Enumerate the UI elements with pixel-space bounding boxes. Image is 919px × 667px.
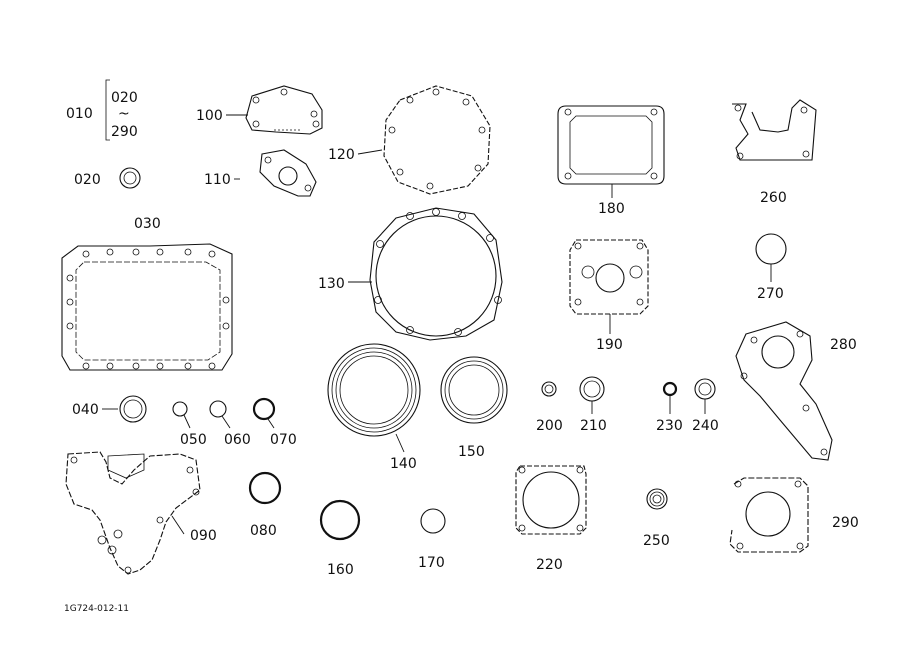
- label-110[interactable]: 110: [204, 172, 231, 188]
- part-250-seal: 250: [643, 488, 670, 549]
- part-220-gasket: 220: [515, 465, 587, 573]
- label-040[interactable]: 040: [72, 402, 99, 418]
- part-140-seal: 140: [327, 343, 421, 472]
- part-170-oring: 170: [418, 508, 446, 571]
- label-100[interactable]: 100: [196, 108, 223, 124]
- part-200-seal: 200: [536, 381, 563, 434]
- label-190[interactable]: 190: [596, 337, 623, 353]
- part-020-seal: 020: [74, 167, 141, 189]
- part-150-seal: 150: [440, 356, 508, 460]
- part-060-oring: 060: [209, 400, 251, 448]
- part-110-gasket: 110: [204, 149, 317, 197]
- label-290[interactable]: 290: [832, 515, 859, 531]
- label-140[interactable]: 140: [390, 456, 417, 472]
- bracket-tilde: ~: [118, 106, 130, 122]
- label-250[interactable]: 250: [643, 533, 670, 549]
- label-090[interactable]: 090: [190, 528, 217, 544]
- part-270-oring: 270: [755, 233, 787, 302]
- label-270[interactable]: 270: [757, 286, 784, 302]
- label-160[interactable]: 160: [327, 562, 354, 578]
- label-200[interactable]: 200: [536, 418, 563, 434]
- part-130-gasket: 130: [318, 207, 503, 341]
- part-040-seal: 040: [72, 395, 147, 423]
- part-100-gasket: 100: [196, 85, 323, 135]
- label-080[interactable]: 080: [250, 523, 277, 539]
- part-090-gasket: 090: [65, 451, 217, 575]
- part-080-oring: 080: [248, 471, 282, 539]
- part-190-gasket: 190: [569, 239, 649, 353]
- label-150[interactable]: 150: [458, 444, 485, 460]
- label-130[interactable]: 130: [318, 276, 345, 292]
- drawing-code: 1G724-012-11: [64, 604, 129, 614]
- label-060[interactable]: 060: [224, 432, 251, 448]
- part-070-oring: 070: [252, 397, 297, 448]
- part-030-gasket: 030: [61, 216, 233, 371]
- label-170[interactable]: 170: [418, 555, 445, 571]
- part-210-seal: 210: [579, 376, 607, 434]
- label-180[interactable]: 180: [598, 201, 625, 217]
- part-010-kit: 010 020 ~ 290: [66, 79, 138, 141]
- label-120[interactable]: 120: [328, 147, 355, 163]
- part-240-seal: 240: [692, 378, 719, 434]
- bracket-top: 020: [111, 90, 138, 106]
- part-260-gasket: 260: [732, 99, 817, 206]
- part-230-oring: 230: [656, 381, 683, 434]
- label-240[interactable]: 240: [692, 418, 719, 434]
- label-010[interactable]: 010: [66, 106, 93, 122]
- label-220[interactable]: 220: [536, 557, 563, 573]
- label-210[interactable]: 210: [580, 418, 607, 434]
- part-050-oring: 050: [172, 401, 207, 448]
- part-180-gasket: 180: [557, 105, 665, 217]
- part-160-oring: 160: [319, 499, 361, 578]
- bracket-bottom: 290: [111, 124, 138, 140]
- label-050[interactable]: 050: [180, 432, 207, 448]
- part-290-gasket: 290: [729, 477, 859, 553]
- label-230[interactable]: 230: [656, 418, 683, 434]
- part-120-gasket: 120: [328, 85, 491, 195]
- label-020[interactable]: 020: [74, 172, 101, 188]
- label-070[interactable]: 070: [270, 432, 297, 448]
- label-280[interactable]: 280: [830, 337, 857, 353]
- label-030[interactable]: 030: [134, 216, 161, 232]
- part-280-gasket: 280: [735, 321, 857, 461]
- label-260[interactable]: 260: [760, 190, 787, 206]
- bracket: [105, 79, 110, 141]
